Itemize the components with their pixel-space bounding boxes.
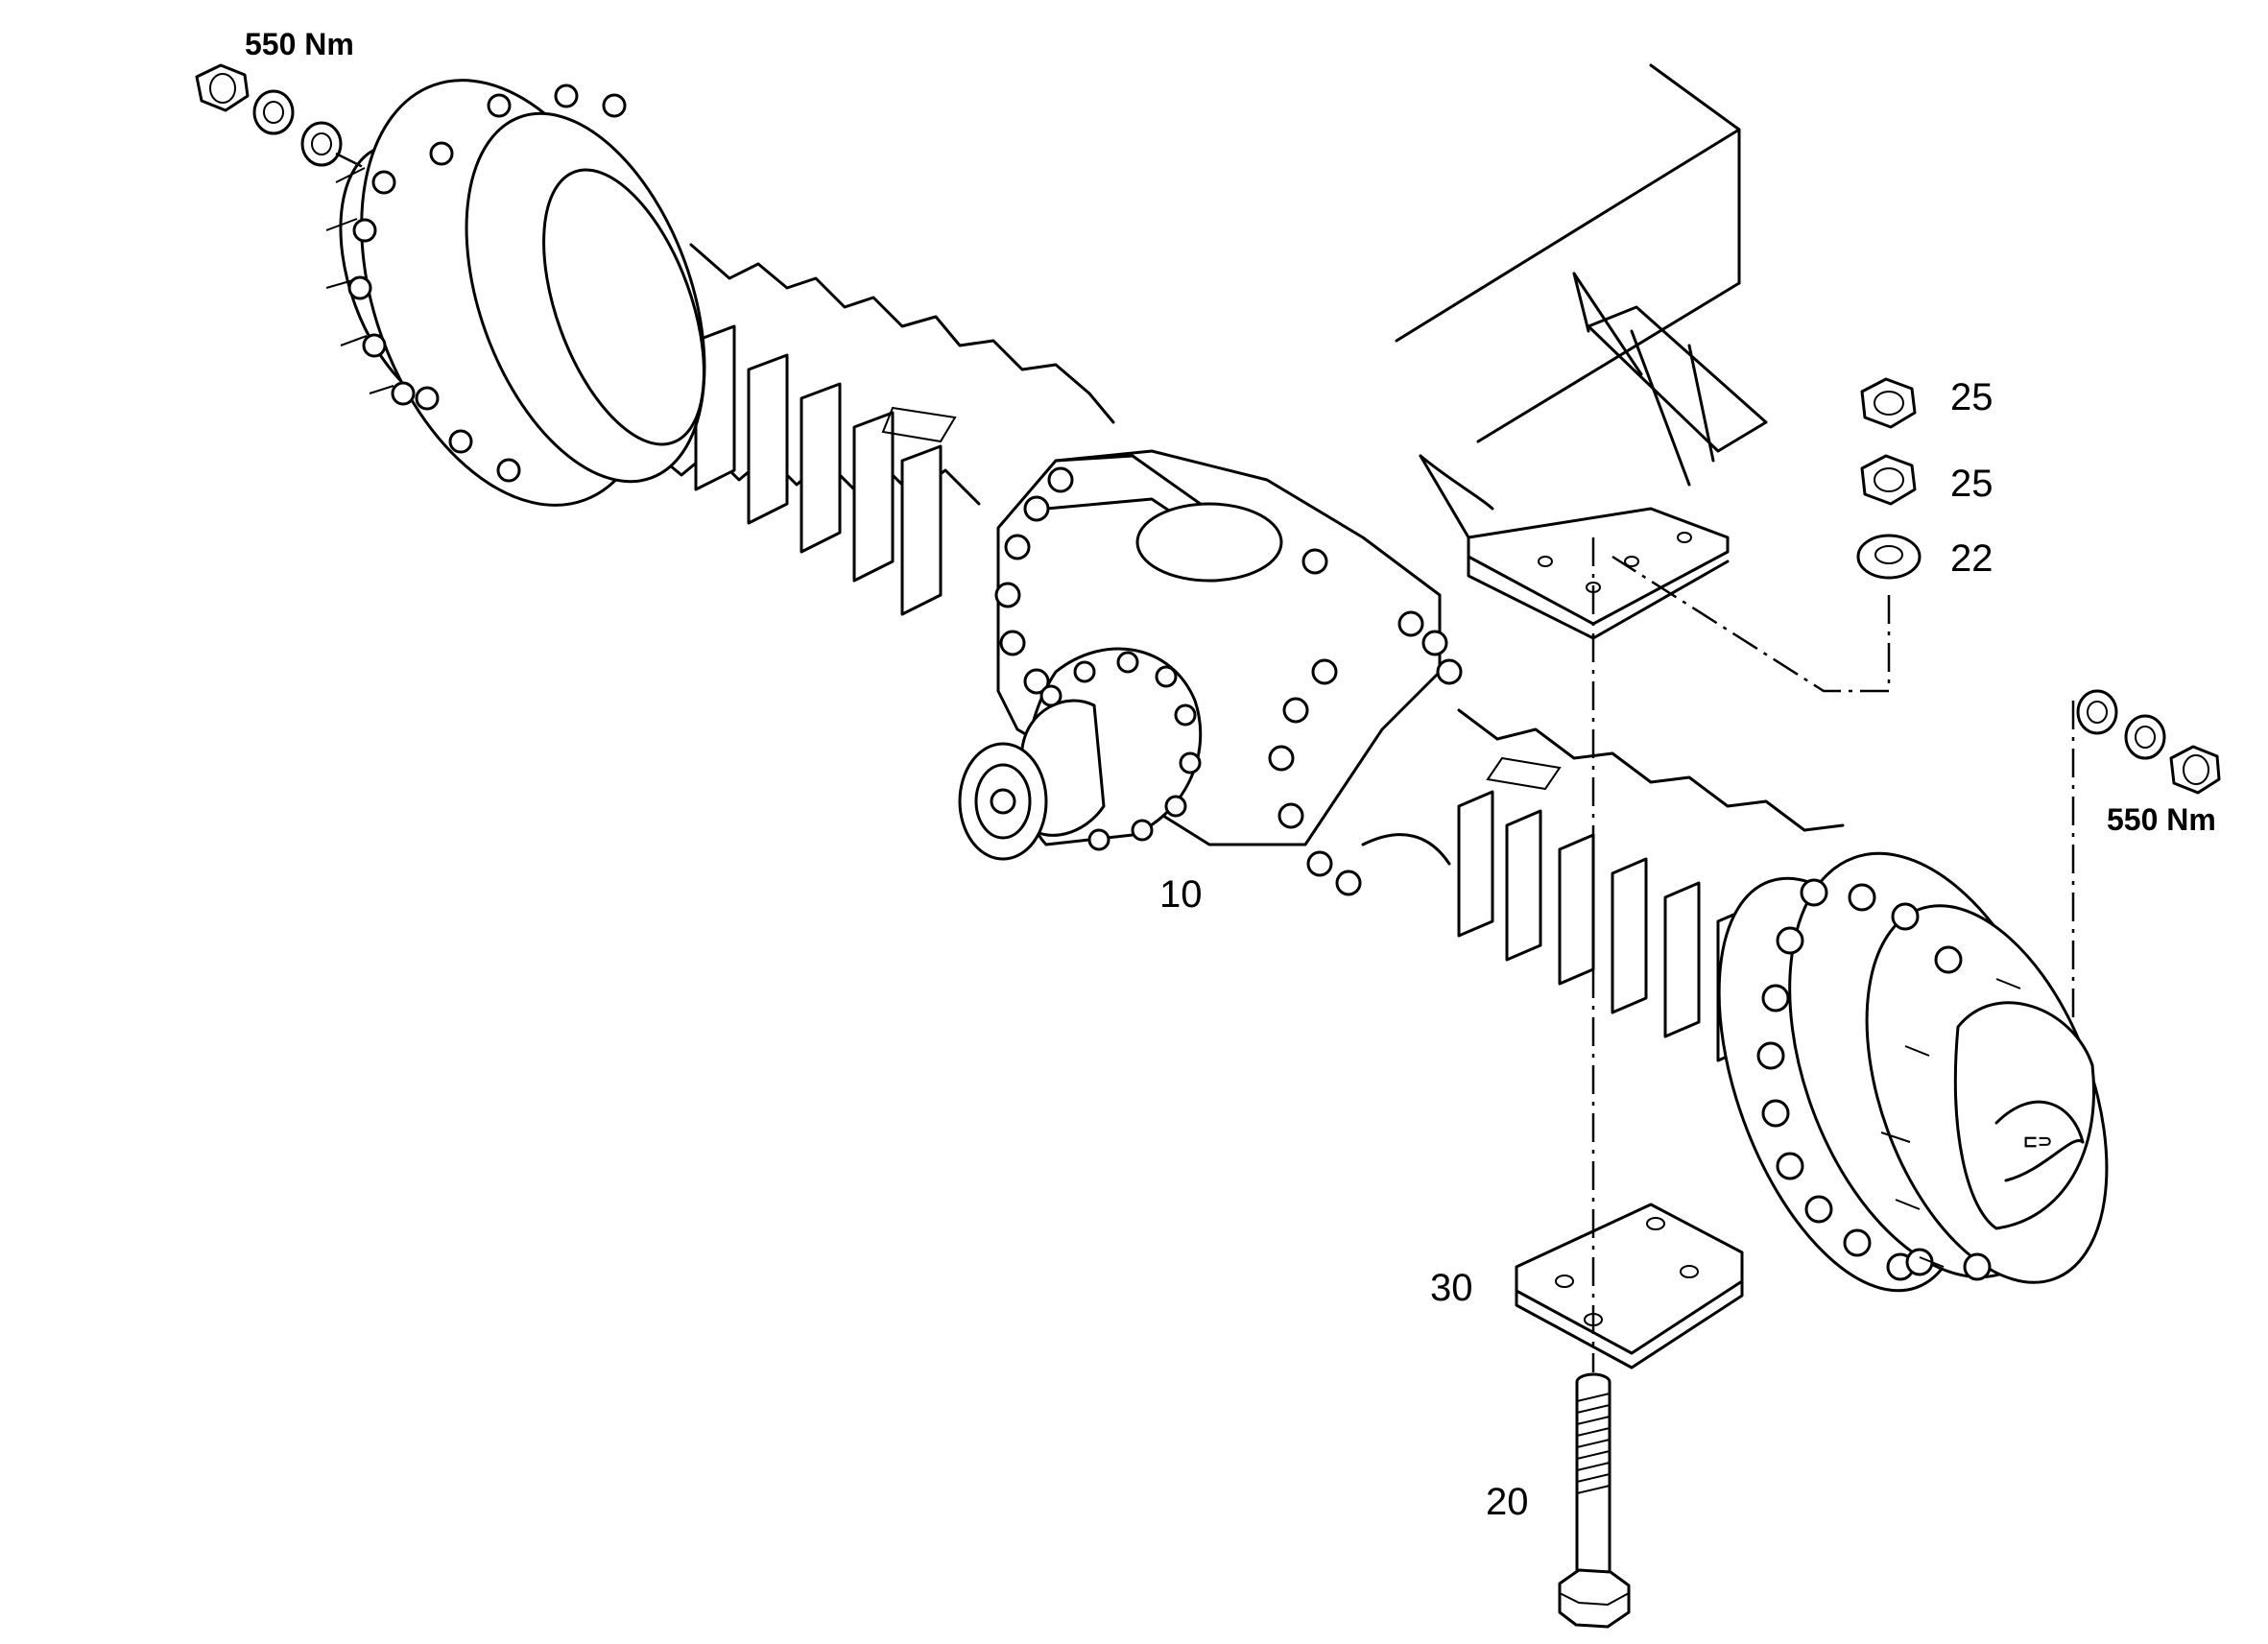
left-wheel-hub [325, 79, 706, 507]
svg-text:⊏⊃: ⊏⊃ [2023, 1132, 2052, 1151]
nut-upper [1860, 377, 1917, 429]
washer [1856, 534, 1922, 580]
callout-nut-lower: 25 [1950, 463, 1993, 505]
callout-bolt: 20 [1486, 1481, 1529, 1523]
frame-bracket [1395, 63, 1768, 640]
bolt [1558, 1372, 1631, 1629]
callout-washer: 22 [1950, 537, 1993, 580]
torque-label-left: 550 Nm [245, 27, 354, 61]
axle-housing [564, 243, 1845, 1062]
callout-plate: 30 [1430, 1267, 1473, 1309]
left-hub-hardware [195, 63, 366, 170]
right-wheel-hub: ⊏⊃ [1717, 851, 2109, 1293]
mounting-plate [1515, 1203, 1744, 1370]
right-hub-hardware [2071, 689, 2221, 1017]
washer-center-line [1611, 555, 1891, 693]
callout-nut-upper: 25 [1950, 376, 1993, 418]
nut-lower [1860, 454, 1917, 506]
callout-axle: 10 [1159, 873, 1203, 916]
torque-label-right: 550 Nm [2107, 802, 2216, 837]
